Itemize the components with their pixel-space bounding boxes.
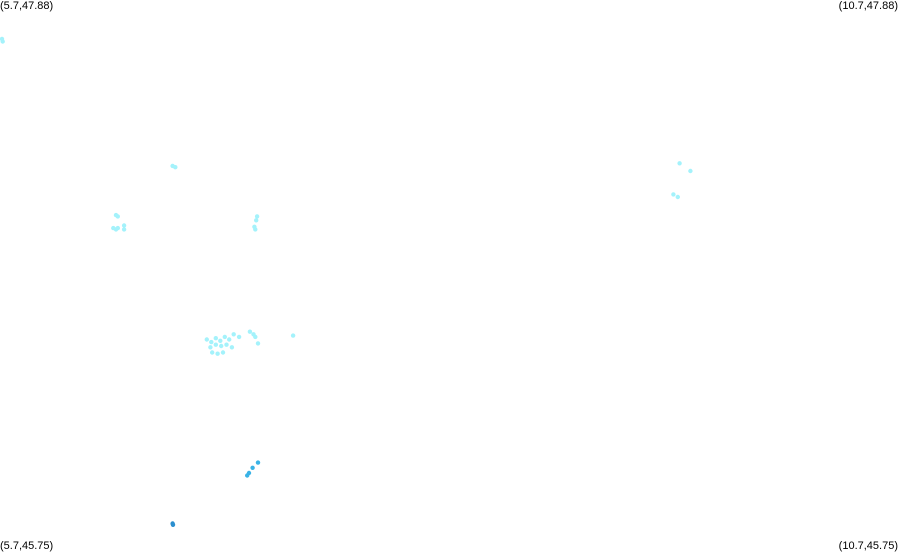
map-point bbox=[255, 341, 261, 346]
map-point bbox=[215, 351, 220, 356]
map-point bbox=[208, 345, 213, 350]
map-point bbox=[210, 350, 215, 355]
map-point bbox=[0, 39, 5, 44]
corner-label-bottom-left: (5.7,45.75) bbox=[0, 540, 54, 552]
map-point bbox=[255, 460, 261, 465]
map-point bbox=[231, 332, 236, 337]
map-point bbox=[173, 165, 178, 170]
map-point bbox=[227, 337, 232, 342]
map-point bbox=[220, 350, 226, 355]
map-point bbox=[247, 329, 253, 334]
map-point bbox=[222, 334, 227, 340]
map-point bbox=[671, 192, 676, 197]
corner-label-top-right: (10.7,47.88) bbox=[838, 0, 898, 12]
map-point bbox=[219, 343, 224, 349]
corner-label-bottom-right: (10.7,45.75) bbox=[838, 540, 898, 552]
map-point bbox=[254, 214, 260, 219]
map-point bbox=[218, 338, 223, 343]
map-point bbox=[115, 225, 121, 231]
map-point bbox=[250, 465, 255, 470]
corner-label-top-left: (5.7,47.88) bbox=[0, 0, 54, 12]
map-point bbox=[224, 342, 229, 347]
map-points-layer bbox=[0, 36, 693, 527]
map-point bbox=[170, 522, 176, 527]
map-point bbox=[677, 161, 682, 166]
map-point bbox=[229, 345, 235, 350]
map-point bbox=[290, 333, 296, 338]
map-point bbox=[121, 223, 127, 228]
map-point bbox=[236, 334, 242, 340]
map-point bbox=[121, 227, 127, 232]
map-point bbox=[254, 218, 259, 223]
map-point bbox=[675, 194, 680, 200]
map-point bbox=[209, 339, 214, 345]
map-point bbox=[253, 227, 258, 232]
map-point bbox=[688, 168, 693, 174]
map-point bbox=[115, 214, 121, 219]
map-point bbox=[245, 473, 250, 478]
map-point bbox=[213, 342, 218, 347]
map-point bbox=[213, 336, 218, 341]
map-point bbox=[253, 334, 258, 340]
map-point bbox=[204, 337, 209, 342]
